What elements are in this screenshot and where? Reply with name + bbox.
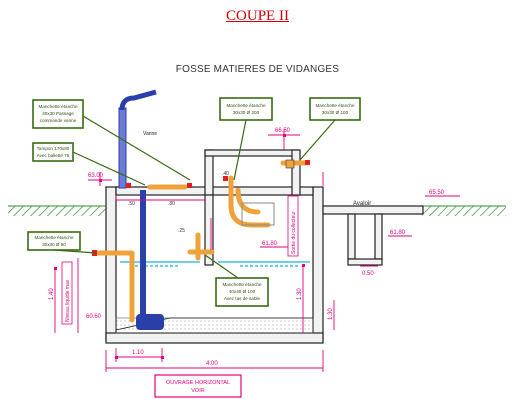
callout-1-line-1: Manchette étanche xyxy=(38,104,78,109)
vertical-labels: Niveau liquide max Sortie du collecteur xyxy=(61,195,299,325)
label-sortie: Sortie du collecteur xyxy=(291,211,297,254)
dim-vertical-left: 1.40 xyxy=(49,288,55,300)
label-niveau: Niveau liquide max xyxy=(65,279,71,322)
valve-small xyxy=(285,159,295,169)
plain-labels: Avaloir Vanne xyxy=(143,131,371,207)
callout-6-line-3: Avec tas de sable xyxy=(224,296,261,301)
avaloir-chamber xyxy=(322,205,424,266)
dim-25: .25 xyxy=(178,228,185,234)
bottom-callout-line-1: OUVRAGE HORIZONTAL xyxy=(166,380,230,386)
dim-110: 1.10 xyxy=(132,350,144,356)
dim-top-right: 66.50 xyxy=(275,128,291,134)
dim-left-bottom: 60.60 xyxy=(86,314,102,320)
ground-right xyxy=(422,206,506,216)
dim-40: .40 xyxy=(222,171,229,177)
callout-4-line-2: 30x30 Ø 100 xyxy=(322,110,349,115)
label-vanne: Vanne xyxy=(143,131,157,137)
orange-pipes xyxy=(93,160,308,323)
dim-vertical-right: 1.30 xyxy=(297,288,303,300)
callout-6-line-2: 40x40 Ø 100 xyxy=(229,289,256,294)
callout-2-line-1: Tampon 170x80 xyxy=(37,146,70,151)
bottom-callout-box xyxy=(154,374,242,398)
drawing-title: COUPE II xyxy=(0,8,515,25)
dim-50: .50 xyxy=(128,201,135,207)
callout-3-line-2: 30x30 Ø 200 xyxy=(233,110,260,115)
floor-slope xyxy=(115,317,313,331)
vertical-pipe xyxy=(118,89,164,330)
dim-total: 4.00 xyxy=(206,361,218,367)
drawing-subtitle: FOSSE MATIERES DE VIDANGES xyxy=(175,64,340,75)
callout-6-line-1: Manchette étanche xyxy=(222,282,262,287)
dim-vertical-mid: 1.30 xyxy=(328,308,334,320)
callout-5-line-1: Manchette étanche xyxy=(34,235,74,240)
callout-2-line-2: Avec ballette 75 xyxy=(37,153,70,158)
ground-left xyxy=(8,206,106,216)
bottom-callout: OUVRAGE HORIZONTAL VOIR xyxy=(166,380,230,394)
dim-mid: 61.80 xyxy=(262,241,278,247)
dim-small-box: 0.50 xyxy=(362,271,374,277)
dim-far-right: 65.50 xyxy=(429,190,445,196)
callout-4-line-1: Manchette étanche xyxy=(315,103,355,108)
elbow-box xyxy=(241,202,275,226)
callouts xyxy=(27,97,361,307)
drawing-title-text: COUPE II xyxy=(226,8,289,24)
callout-1-line-3: commande vanne xyxy=(40,118,77,123)
dimension-lines xyxy=(54,129,460,372)
label-avaloir: Avaloir xyxy=(353,201,371,207)
callout-1-line-2: 30x30 Passage xyxy=(42,111,74,116)
callout-texts: Manchette étanche 30x30 Passage commande… xyxy=(34,103,355,301)
callout-5-line-2: 30x30 Ø 50 xyxy=(42,242,66,247)
dimension-values: 65.50 66.50 63.00 .50 .80 .40 .25 61.80 … xyxy=(49,128,445,367)
callout-leaders xyxy=(53,115,336,279)
dim-80: .80 xyxy=(168,201,175,207)
dimension-ticks xyxy=(54,134,305,359)
callout-3-line-1: Manchette étanche xyxy=(226,103,266,108)
dim-right-box: 61.80 xyxy=(390,230,406,236)
dim-left-top: 63.00 xyxy=(88,173,104,179)
tank-structure xyxy=(105,149,324,344)
bottom-callout-line-2: VOIR xyxy=(191,388,204,394)
